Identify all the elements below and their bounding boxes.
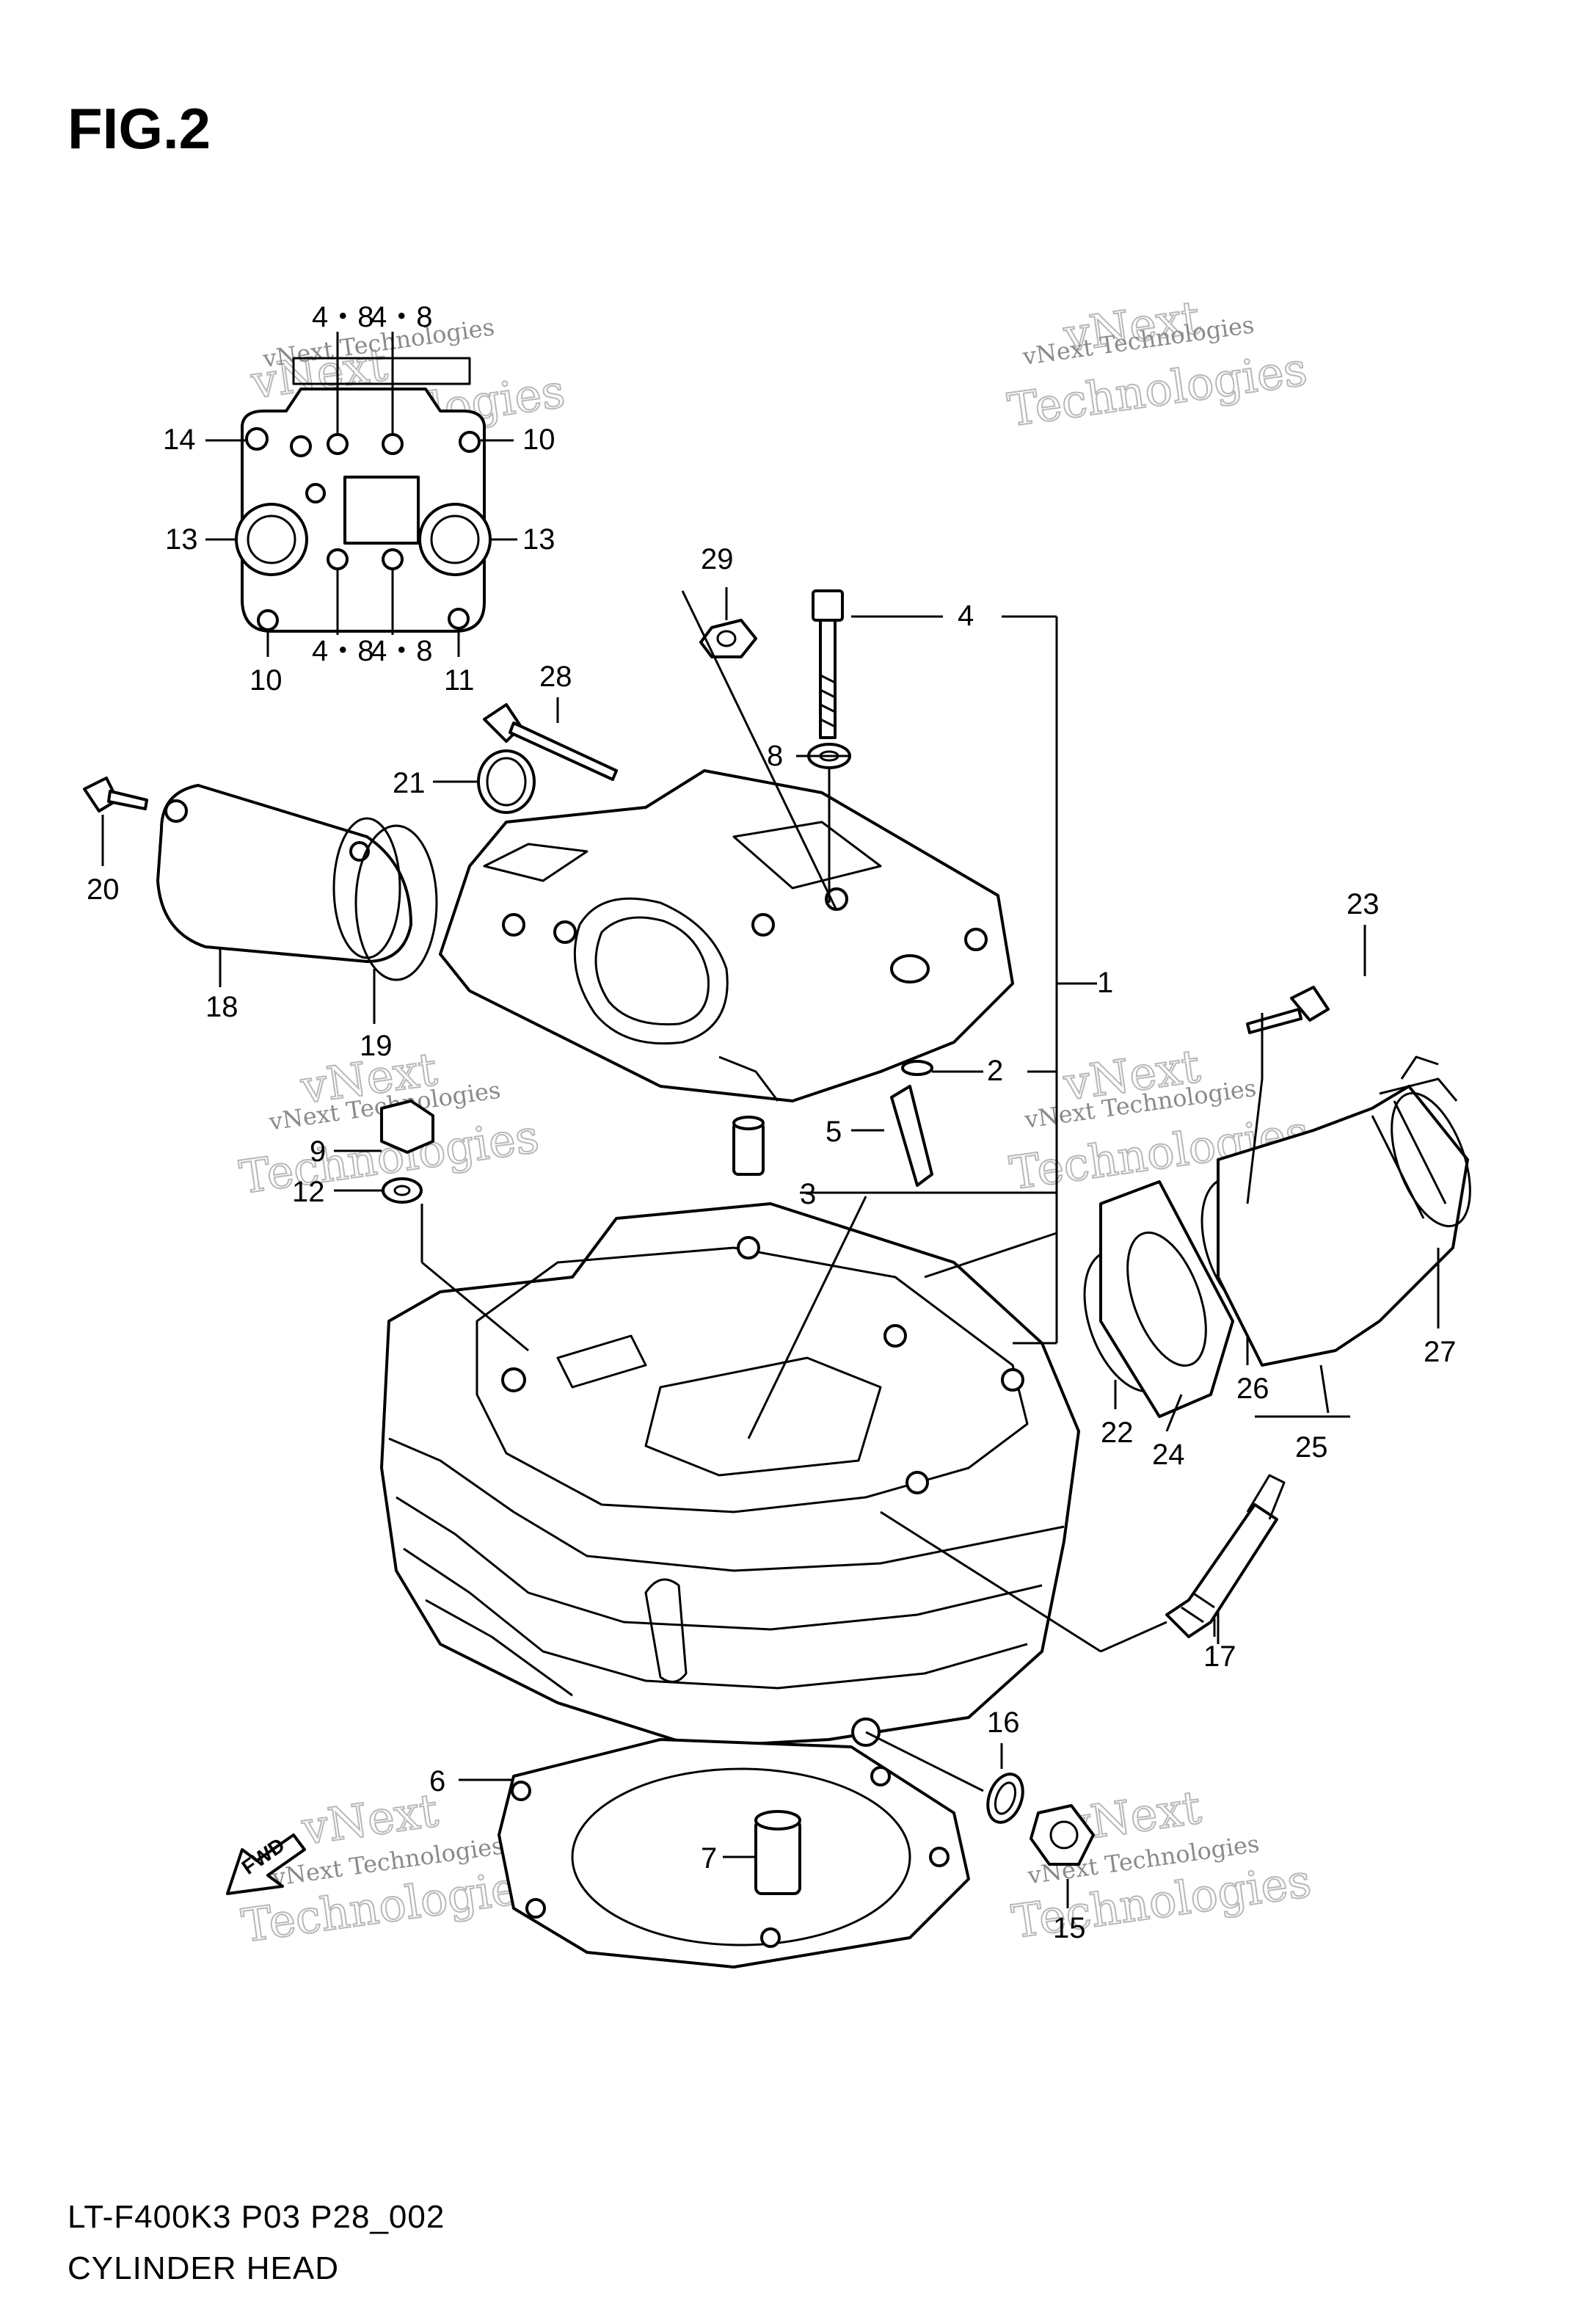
callout-9: 9 xyxy=(310,1135,326,1168)
valve-guide-o-ring xyxy=(901,1060,933,1076)
clamp xyxy=(1379,1055,1458,1102)
callout-10-bottom: 10 xyxy=(249,664,283,697)
callout-3: 3 xyxy=(800,1178,816,1210)
cover-bolt xyxy=(83,777,148,813)
head-bolt xyxy=(812,589,844,739)
callout-17: 17 xyxy=(1203,1640,1236,1673)
callout-19: 19 xyxy=(360,1030,393,1062)
callout-13-right: 13 xyxy=(522,523,555,556)
model-code: LT-F400K3 P03 P28_002 xyxy=(68,2199,445,2235)
dowel-pin-3 xyxy=(732,1116,765,1176)
callout-27: 27 xyxy=(1424,1336,1457,1368)
leader-lines xyxy=(101,587,1440,1908)
intake-pipe xyxy=(1217,1085,1471,1367)
callout-20: 20 xyxy=(87,873,120,906)
callout-10-right: 10 xyxy=(522,423,555,456)
callout-16: 16 xyxy=(987,1706,1020,1739)
callout-24: 24 xyxy=(1152,1439,1185,1471)
cap-gasket xyxy=(354,824,438,981)
valve-guide xyxy=(890,1085,933,1187)
callout-4: 4 xyxy=(958,600,974,632)
intake-bolt xyxy=(1246,986,1330,1034)
o-ring xyxy=(477,749,536,814)
callout-26: 26 xyxy=(1236,1373,1269,1405)
washer-12 xyxy=(382,1177,423,1204)
callout-labels: 1 2 3 4 5 6 7 8 9 10 10 11 12 13 13 14 1… xyxy=(87,301,1457,1944)
callout-6: 6 xyxy=(429,1765,445,1797)
head-cover-bolt-layout-inset xyxy=(205,332,517,657)
spark-plug xyxy=(1165,1474,1286,1638)
callout-25: 25 xyxy=(1295,1431,1328,1464)
valve-inspection-cap xyxy=(156,784,412,963)
plug-gasket xyxy=(986,1773,1024,1824)
callout-11: 11 xyxy=(444,664,475,697)
callout-1: 1 xyxy=(1097,967,1113,999)
callout-22: 22 xyxy=(1101,1417,1134,1449)
callout-7: 7 xyxy=(701,1842,717,1875)
intake-insulator xyxy=(1099,1180,1234,1418)
callout-4-8-top-right: 4・8 xyxy=(371,301,433,333)
callout-29: 29 xyxy=(701,543,734,575)
callout-4-8-top-left: 4・8 xyxy=(312,301,374,333)
figure-title: FIG.2 xyxy=(68,96,211,161)
cylinder-head xyxy=(380,1202,1080,1748)
cylinder-head-gasket xyxy=(498,1738,970,1969)
callout-4-8-bottom-right: 4・8 xyxy=(371,635,433,667)
bolt-long xyxy=(483,703,618,781)
drain-plug xyxy=(1030,1804,1095,1866)
callout-4-8-bottom-left: 4・8 xyxy=(312,635,374,667)
callout-28: 28 xyxy=(539,661,572,693)
union-nut xyxy=(380,1099,434,1154)
callout-12: 12 xyxy=(292,1176,325,1208)
callout-5: 5 xyxy=(826,1116,842,1148)
dowel-pin xyxy=(754,1810,801,1895)
callout-23: 23 xyxy=(1347,888,1380,920)
callout-18: 18 xyxy=(205,991,238,1023)
nut xyxy=(699,619,757,658)
section-name: CYLINDER HEAD xyxy=(68,2250,339,2286)
callout-14: 14 xyxy=(163,423,196,456)
callout-21: 21 xyxy=(393,767,426,799)
callout-8: 8 xyxy=(767,740,783,772)
watermark: vNext vNext Technologies Technologies xyxy=(1004,290,1311,438)
cylinder-head-cover xyxy=(439,769,1014,1102)
callout-13-left: 13 xyxy=(165,523,198,556)
callout-2: 2 xyxy=(987,1055,1003,1087)
callout-15: 15 xyxy=(1053,1912,1086,1944)
